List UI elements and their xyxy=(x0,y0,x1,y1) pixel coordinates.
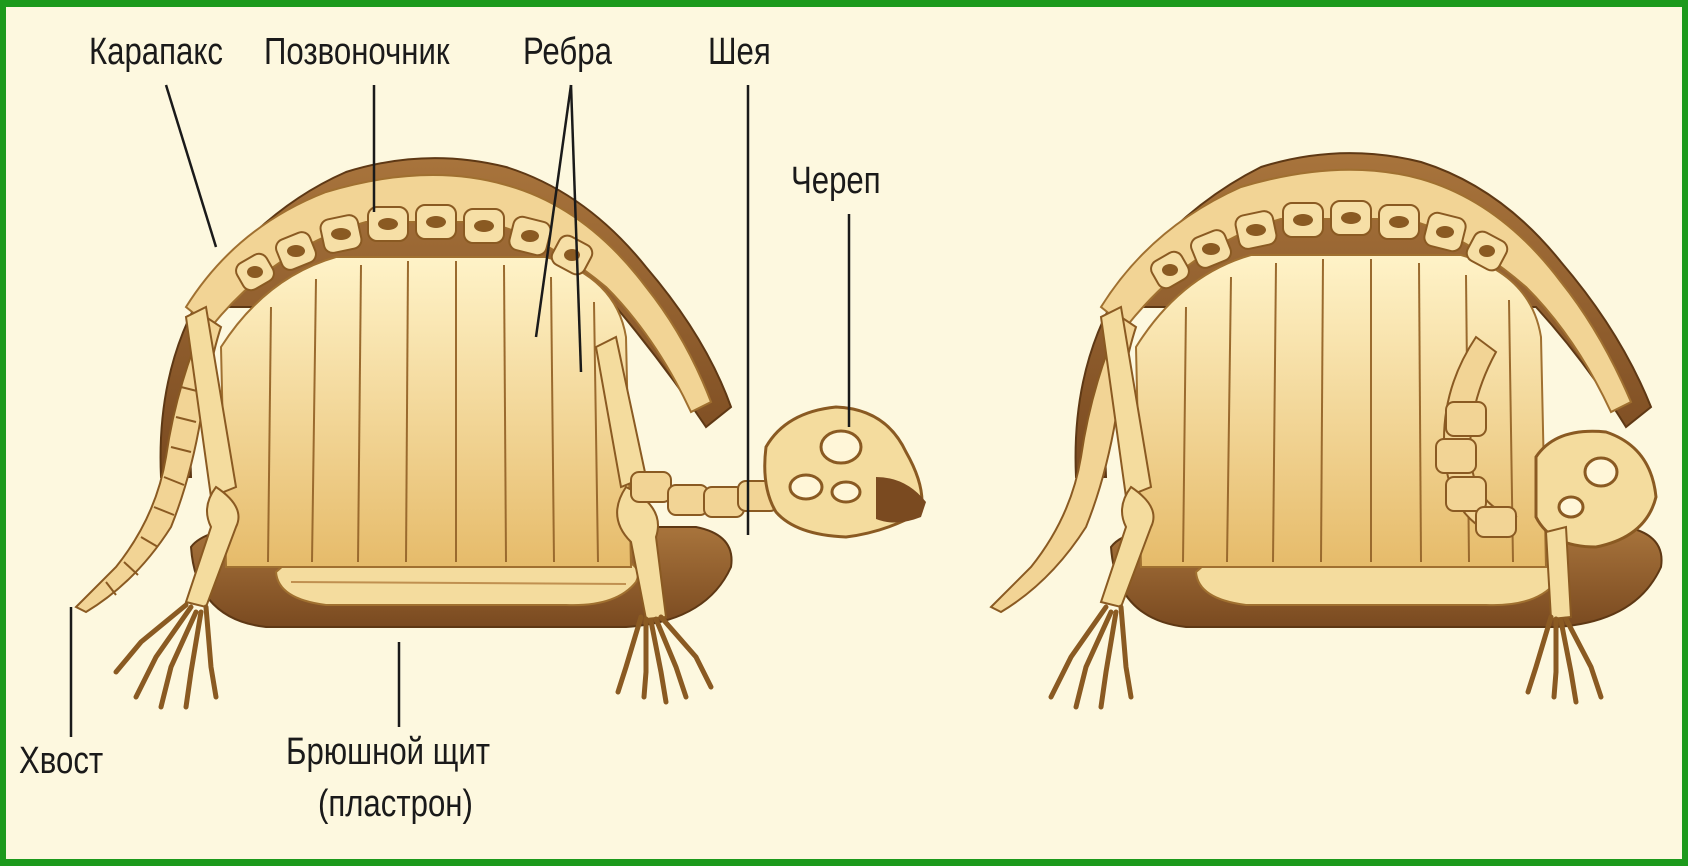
turtle-skeleton-illustration xyxy=(6,7,1682,859)
carapace-leader xyxy=(166,85,216,247)
diagram-canvas: Карапакс Позвоночник Ребра Шея Череп Хво… xyxy=(6,7,1682,859)
label-plastron-line1: Брюшной щит xyxy=(286,733,490,771)
label-spine: Позвоночник xyxy=(264,33,450,71)
label-neck: Шея xyxy=(708,33,771,71)
label-ribs: Ребра xyxy=(523,33,612,71)
label-carapace: Карапакс xyxy=(89,33,223,71)
turtle-extended xyxy=(76,158,926,707)
label-plastron-line2: (пластрон) xyxy=(318,785,473,823)
label-tail: Хвост xyxy=(19,742,103,780)
turtle-retracted xyxy=(991,153,1662,707)
label-skull: Череп xyxy=(791,162,881,200)
